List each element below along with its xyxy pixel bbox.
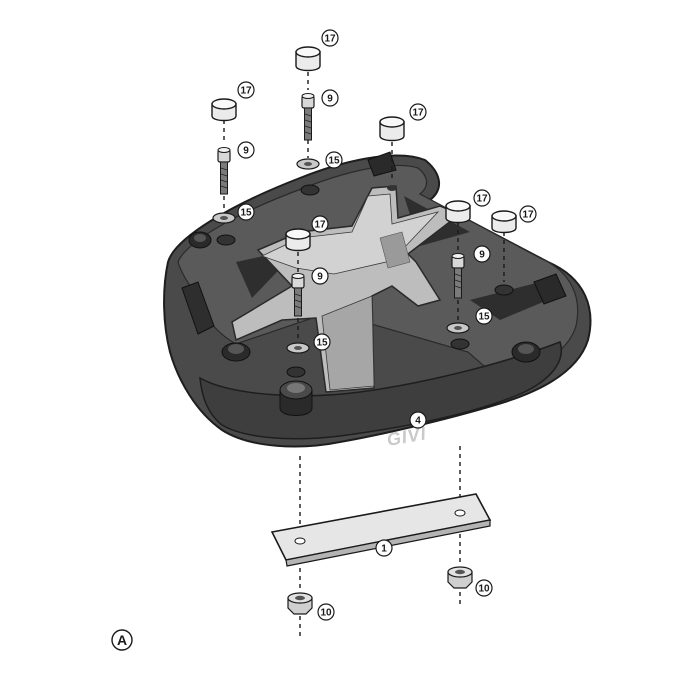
washer-4 xyxy=(446,322,470,334)
bushing-1 xyxy=(295,46,321,72)
callout-17-f: 17 xyxy=(519,205,537,223)
rubber-bumper-front xyxy=(279,380,313,416)
svg-text:15: 15 xyxy=(240,208,252,219)
svg-text:10: 10 xyxy=(320,608,332,619)
svg-text:4: 4 xyxy=(415,416,421,427)
screw-2 xyxy=(217,147,231,195)
rubber-bumper-left xyxy=(188,231,212,249)
svg-text:9: 9 xyxy=(479,250,485,261)
callout-15-c: 15 xyxy=(313,333,331,351)
svg-text:17: 17 xyxy=(412,108,424,119)
callout-15-d: 15 xyxy=(475,307,493,325)
callout-17-c: 17 xyxy=(409,103,427,121)
bushing-3 xyxy=(379,116,405,142)
nut-right xyxy=(447,566,473,589)
callout-15-a: 15 xyxy=(325,151,343,169)
svg-text:15: 15 xyxy=(328,156,340,167)
callout-10-a: 10 xyxy=(317,603,335,621)
svg-text:9: 9 xyxy=(317,272,323,283)
svg-text:17: 17 xyxy=(476,194,488,205)
svg-text:9: 9 xyxy=(243,146,249,157)
callout-9-d: 9 xyxy=(473,245,491,263)
screw-4 xyxy=(451,253,465,299)
bushing-5 xyxy=(445,200,471,224)
nut-left xyxy=(287,592,313,615)
bushing-2 xyxy=(211,98,237,122)
washer-2 xyxy=(212,212,236,224)
callout-17-b: 17 xyxy=(237,81,255,99)
rubber-bumper-right xyxy=(511,341,541,363)
svg-text:17: 17 xyxy=(324,34,336,45)
bushing-4 xyxy=(285,228,311,252)
svg-text:10: 10 xyxy=(478,584,490,595)
svg-text:15: 15 xyxy=(478,312,490,323)
monolock-base-plate: GIVI xyxy=(163,151,592,450)
svg-text:9: 9 xyxy=(327,94,333,105)
callout-10-b: 10 xyxy=(475,579,493,597)
callout-9-c: 9 xyxy=(311,267,329,285)
callout-15-b: 15 xyxy=(237,203,255,221)
svg-text:15: 15 xyxy=(316,338,328,349)
callout-4: 4 xyxy=(409,411,427,429)
screw-1 xyxy=(301,93,315,141)
callout-17-d: 17 xyxy=(311,215,329,233)
callout-1: 1 xyxy=(375,539,393,557)
view-label: A xyxy=(111,629,133,651)
svg-text:17: 17 xyxy=(240,86,252,97)
callout-17-e: 17 xyxy=(473,189,491,207)
svg-text:A: A xyxy=(117,632,127,648)
washer-1 xyxy=(296,158,320,170)
svg-text:1: 1 xyxy=(381,544,387,555)
rubber-bumper-mid-left xyxy=(221,342,251,362)
svg-text:17: 17 xyxy=(522,210,534,221)
callout-9-b: 9 xyxy=(237,141,255,159)
screw-3 xyxy=(291,273,305,317)
callout-9-a: 9 xyxy=(321,89,339,107)
washer-3 xyxy=(286,342,310,354)
callout-17-a: 17 xyxy=(321,29,339,47)
svg-text:17: 17 xyxy=(314,220,326,231)
bushing-6 xyxy=(491,210,517,234)
